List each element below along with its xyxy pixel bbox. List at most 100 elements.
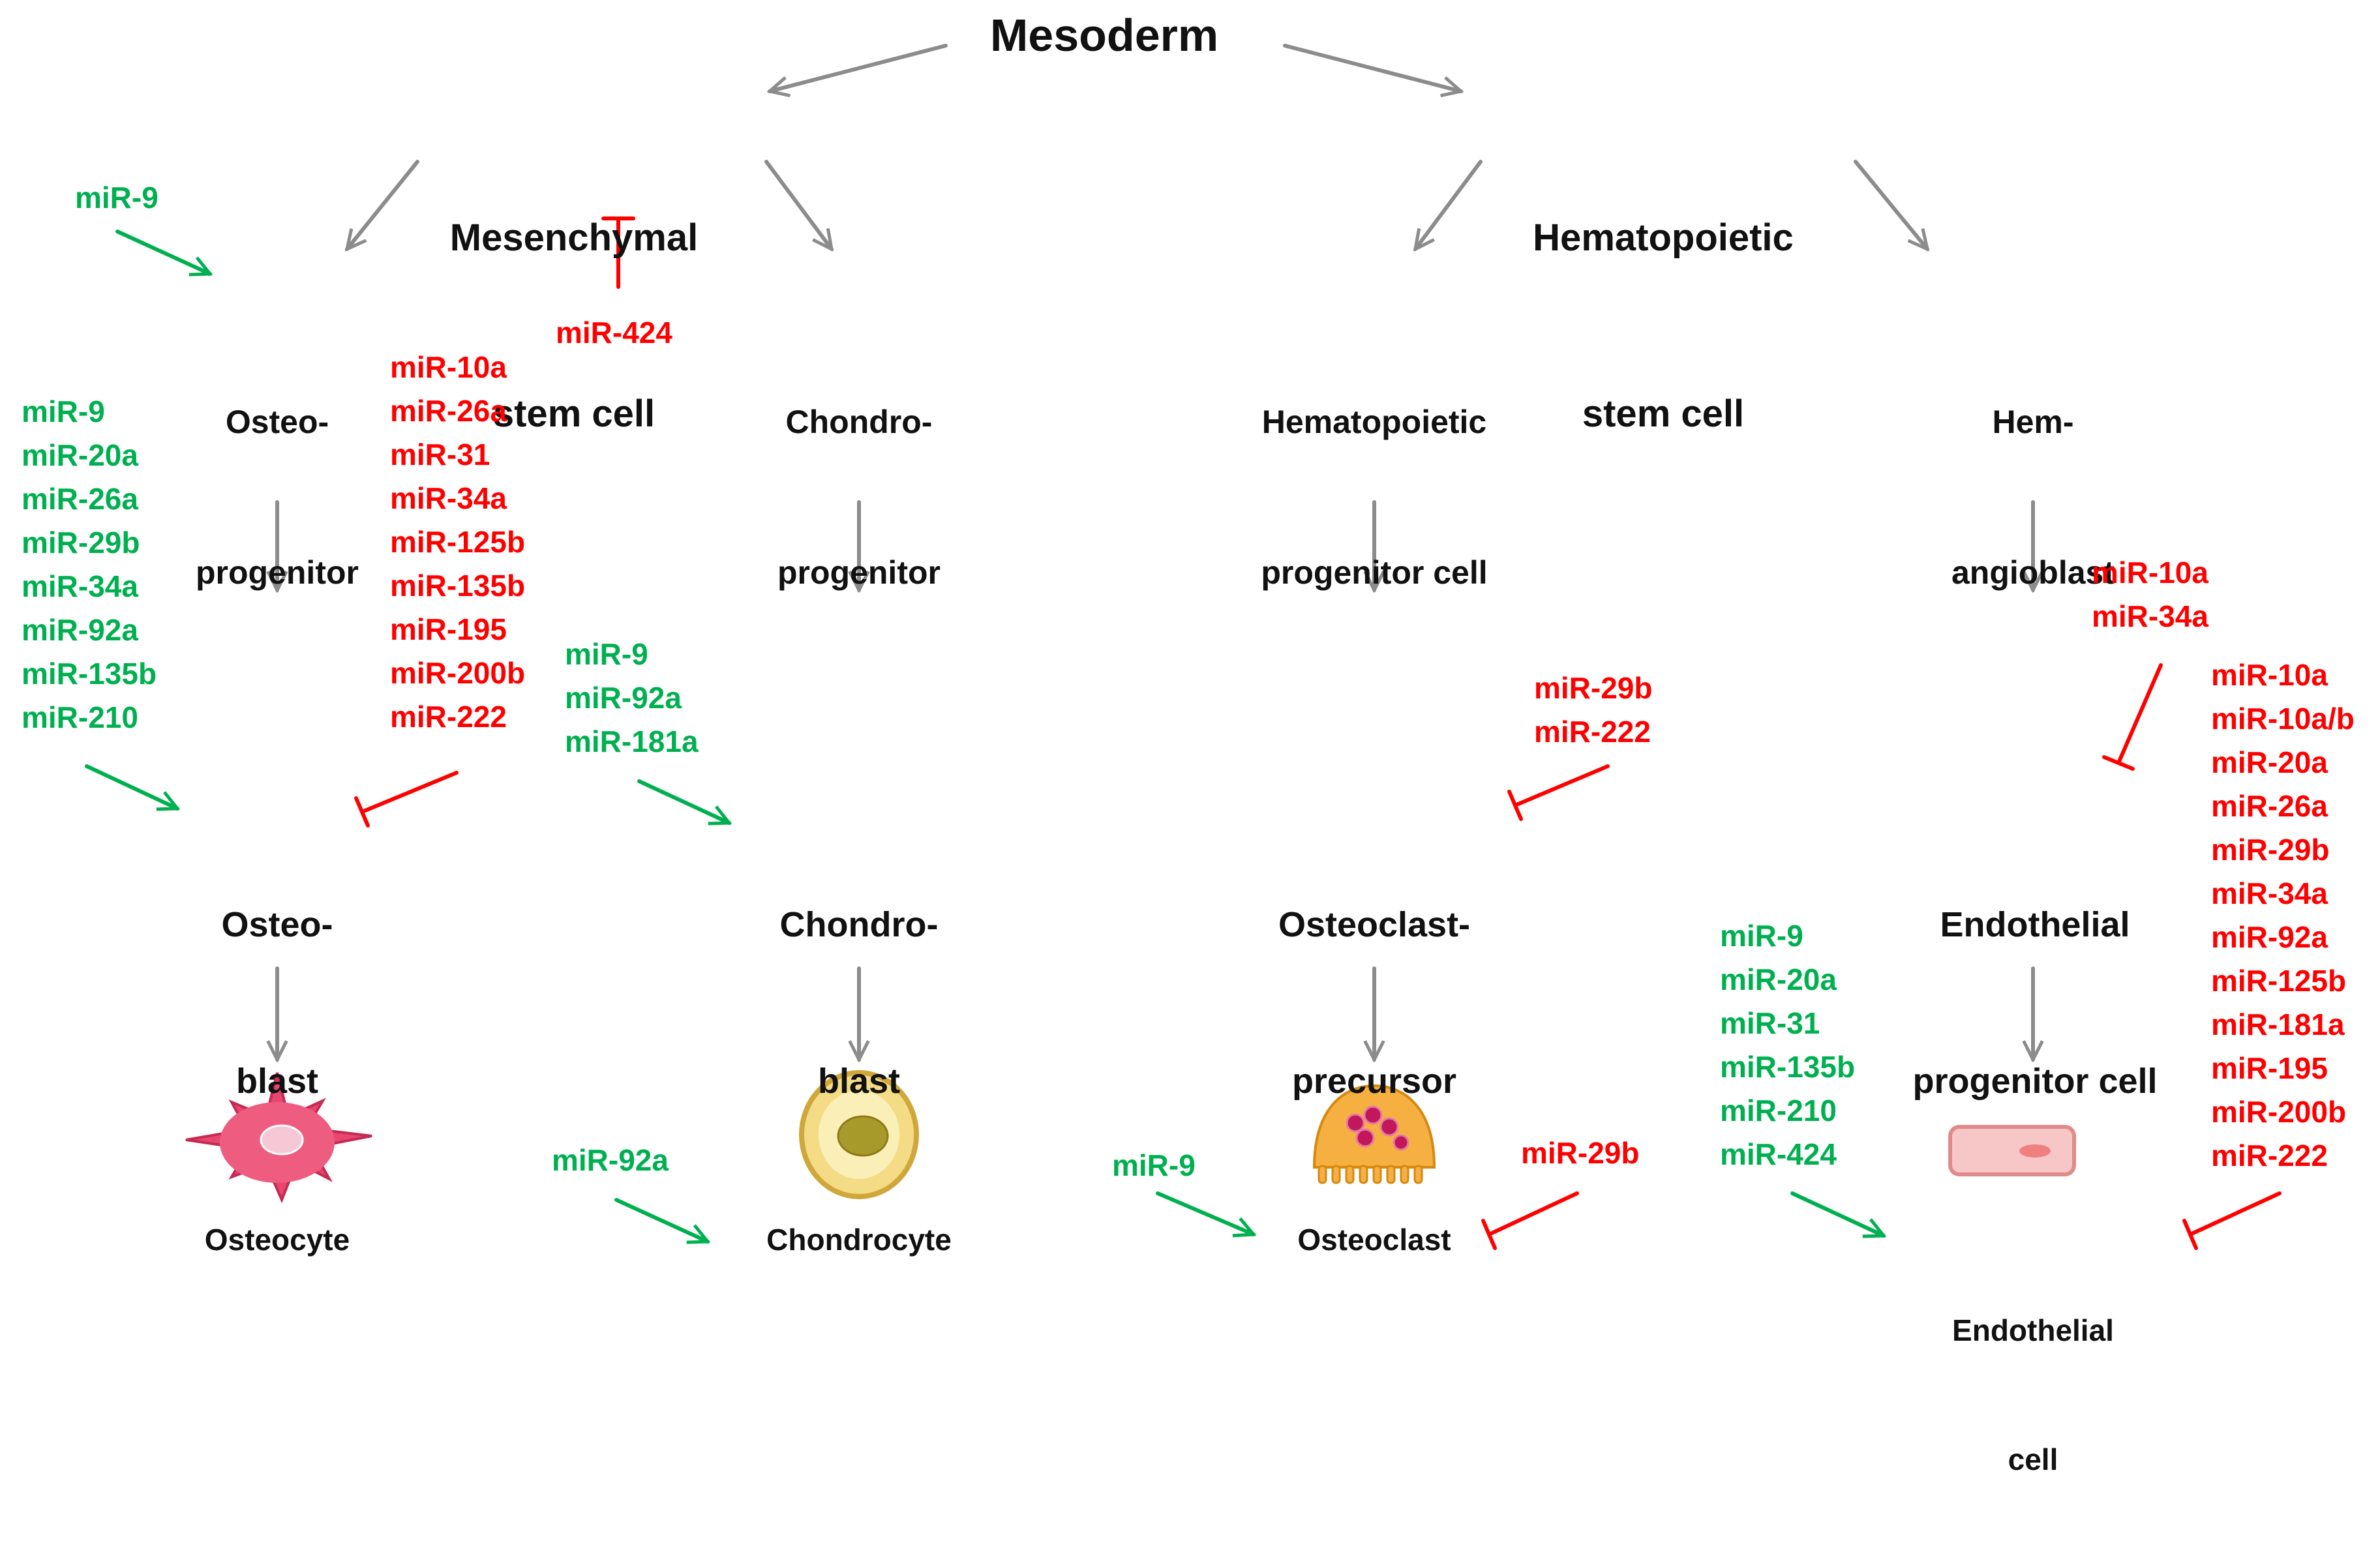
node-hsc-line2: stem cell	[1582, 393, 1745, 435]
arrow-msc-to-osteoprog	[347, 160, 419, 249]
diagram-connectors	[85, 44, 2282, 1250]
node-chondroprogenitor-line2: progenitor	[777, 554, 941, 591]
node-chondrocyte: Chondrocyte	[766, 1223, 952, 1257]
mirna-label: miR-9	[565, 637, 648, 671]
inhibit-bar-osteoclast	[1481, 1191, 1579, 1250]
mirna-label: miR-34a	[2092, 599, 2208, 633]
node-msc: Mesenchymal stem cell	[391, 91, 757, 561]
mirna-label: miR-34a	[390, 481, 507, 515]
mirna-label: miR-424	[556, 316, 672, 350]
node-osteoclast-precursor: Osteoclast- precursor	[1241, 794, 1508, 1212]
mirna-label: miR-210	[1720, 1094, 1837, 1127]
mirna-label: miR-210	[22, 700, 138, 734]
mirna-label: miR-195	[390, 612, 507, 646]
mirna-label: miR-92a	[22, 613, 138, 647]
node-endo-line2: cell	[2008, 1442, 2058, 1476]
node-epc-line1: Endothelial	[1940, 905, 2130, 944]
osteocyte-image	[185, 1072, 372, 1204]
node-hematopoietic-progenitor: Hematopoietic progenitor cell	[1224, 297, 1524, 698]
inhibit-bar-epc	[2102, 663, 2163, 771]
activate-arrow-chondroblast	[637, 779, 729, 823]
mirna-label: miR-26a	[390, 394, 507, 428]
node-hsc: Hematopoietic stem cell	[1474, 91, 1852, 561]
node-hemangio-line2: angioblast	[1951, 554, 2115, 591]
mirna-label: miR-125b	[390, 525, 526, 559]
node-hemprog-line1: Hematopoietic	[1261, 404, 1487, 440]
mirna-label: miR-222	[2211, 1139, 2328, 1172]
node-ocprec-line2: precursor	[1291, 1062, 1457, 1101]
activate-arrow-osteoclast	[1156, 1191, 1254, 1234]
mirna-label: miR-29b	[2211, 833, 2330, 867]
node-osteoprogenitor-line2: progenitor	[196, 554, 359, 591]
activate-arrow-endo	[1790, 1191, 1884, 1236]
mirna-label: miR-222	[390, 700, 507, 734]
node-osteoprogenitor: Osteo- progenitor	[160, 297, 395, 698]
arrow-mesoderm-to-hsc	[1283, 44, 1461, 91]
activate-arrow-osteoblast	[85, 764, 177, 809]
mirna-list-msc-inhibitors: miR-424	[556, 311, 672, 355]
mirna-label: miR-222	[1534, 715, 1651, 749]
mirna-label: miR-29b	[1534, 671, 1653, 705]
mirna-label: miR-195	[2211, 1051, 2328, 1085]
mirna-list-osteoclast-inhibitors: miR-29b	[1521, 1131, 1639, 1175]
node-mesoderm: Mesoderm	[990, 10, 1219, 61]
arrow-hsc-to-hemangio	[1854, 160, 1927, 249]
mirna-list-osteoprog-activators: miR-9	[75, 176, 158, 220]
activate-arrow-osteoprog	[115, 230, 210, 274]
mirna-label: miR-424	[1720, 1137, 1837, 1171]
mirna-label: miR-92a	[552, 1143, 669, 1177]
mirna-list-chondroblast-activators: miR-9 miR-92a miR-181a	[565, 633, 699, 764]
mirna-label: miR-200b	[2211, 1095, 2347, 1129]
mirna-label: miR-135b	[22, 657, 157, 691]
inhibit-bar-endo	[2182, 1191, 2282, 1250]
node-osteoblast: Osteo- blast	[160, 794, 395, 1212]
node-chondroprogenitor: Chondro- progenitor	[742, 297, 976, 698]
node-hsc-line1: Hematopoietic	[1533, 216, 1794, 259]
mirna-list-osteoclast-activators: miR-9	[1112, 1144, 1196, 1187]
mirna-label: miR-9	[75, 181, 158, 215]
node-chondroblast-line2: blast	[817, 1062, 901, 1101]
inhibit-bar-msc	[601, 216, 635, 289]
mirna-label: miR-181a	[565, 724, 699, 758]
mirna-label: miR-9	[1112, 1148, 1196, 1182]
node-osteoprogenitor-line1: Osteo-	[225, 404, 329, 440]
node-epc-line2: progenitor cell	[1912, 1062, 2158, 1101]
node-msc-line1: Mesenchymal	[449, 216, 699, 259]
mirna-label: miR-9	[1720, 919, 1803, 953]
arrow-mesoderm-to-msc	[770, 44, 948, 91]
mirna-label: miR-125b	[2211, 964, 2347, 998]
mirna-label: miR-200b	[390, 656, 526, 690]
mirna-label: miR-26a	[22, 482, 138, 516]
mirna-label: miR-135b	[1720, 1050, 1856, 1084]
mirna-label: miR-10a/b	[2211, 702, 2355, 736]
inhibit-bar-osteoblast	[354, 771, 459, 828]
mirna-label: miR-34a	[22, 569, 138, 603]
activate-arrow-chondrocyte	[614, 1198, 708, 1242]
mirna-label: miR-20a	[1720, 963, 1837, 996]
mirna-label: miR-29b	[1521, 1136, 1640, 1170]
mirna-label: miR-92a	[2211, 920, 2328, 954]
chondrocyte-image	[799, 1070, 919, 1199]
differentiation-diagram: Mesoderm Mesenchymal stem cell Hematopoi…	[22, 10, 2355, 1476]
mirna-list-chondrocyte-activators: miR-92a	[552, 1139, 669, 1182]
node-osteoblast-line2: blast	[235, 1062, 319, 1101]
inhibit-bar-ocprec	[1507, 764, 1610, 821]
mirna-label: miR-92a	[565, 681, 682, 715]
node-hemangioblast: Hem- angioblast	[1909, 297, 2157, 698]
node-ocprec-line1: Osteoclast-	[1278, 905, 1471, 944]
mirna-label: miR-34a	[2211, 876, 2328, 910]
mirna-label: miR-10a	[390, 350, 507, 384]
mirna-label: miR-20a	[2211, 745, 2328, 779]
mirna-label: miR-31	[390, 438, 490, 471]
mirna-label: miR-135b	[390, 569, 526, 603]
mirna-label: miR-20a	[22, 438, 138, 472]
node-hemangio-line1: Hem-	[1992, 404, 2074, 440]
osteoclast-image	[1312, 1084, 1436, 1184]
node-msc-line2: stem cell	[492, 393, 655, 435]
mirna-label: miR-29b	[22, 526, 140, 560]
mirna-label: miR-10a	[2211, 658, 2328, 692]
mirna-label: miR-181a	[2211, 1007, 2345, 1041]
